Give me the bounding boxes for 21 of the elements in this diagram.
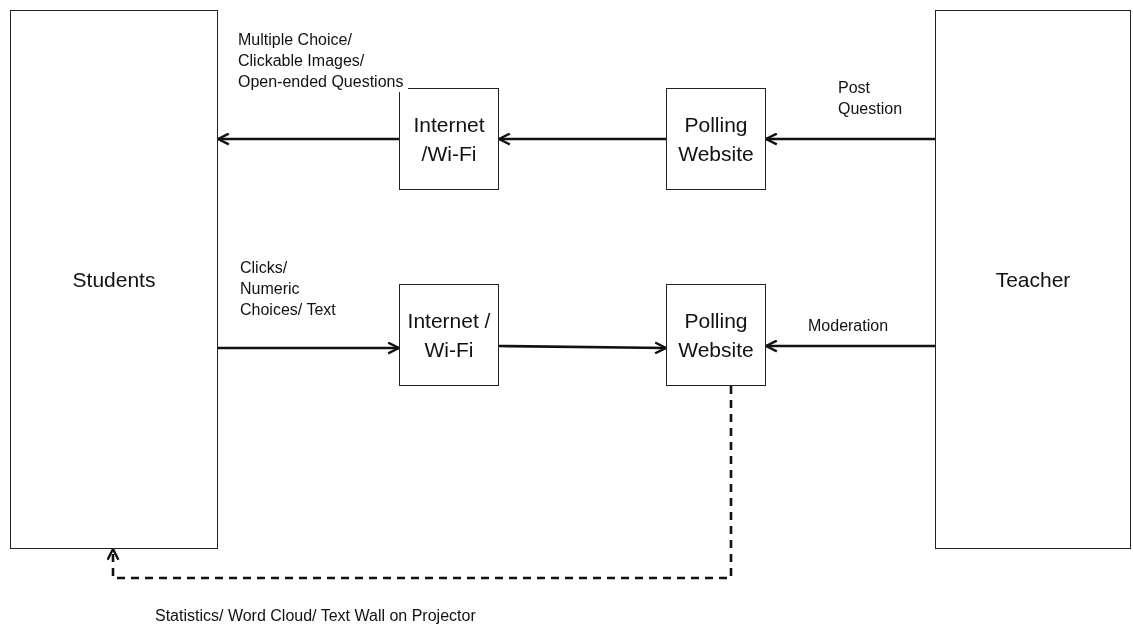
arrow: [764, 132, 935, 146]
node-label: Students: [71, 266, 157, 293]
arrow: [764, 339, 935, 353]
edge-label: Statistics/ Word Cloud/ Text Wall on Projector: [155, 606, 476, 627]
node-label: Polling Website: [677, 307, 755, 363]
node-label: Internet /Wi-Fi: [412, 111, 486, 167]
process-box: [666, 88, 766, 190]
dashed-arrow: [106, 386, 733, 580]
edge-label: Multiple Choice/ Clickable Images/ Open-ended Questions: [238, 30, 408, 93]
arrow: [497, 132, 666, 146]
node-label: Polling Website: [677, 111, 755, 167]
arrow: [499, 341, 668, 355]
process-box: [399, 88, 499, 190]
process-box: [935, 10, 1131, 549]
arrow: [216, 132, 399, 146]
node-label: Internet / Wi-Fi: [406, 307, 492, 363]
process-box: [399, 284, 499, 386]
arrow: [218, 341, 401, 355]
node-label: Teacher: [994, 266, 1072, 293]
process-box: [10, 10, 218, 549]
process-box: [666, 284, 766, 386]
